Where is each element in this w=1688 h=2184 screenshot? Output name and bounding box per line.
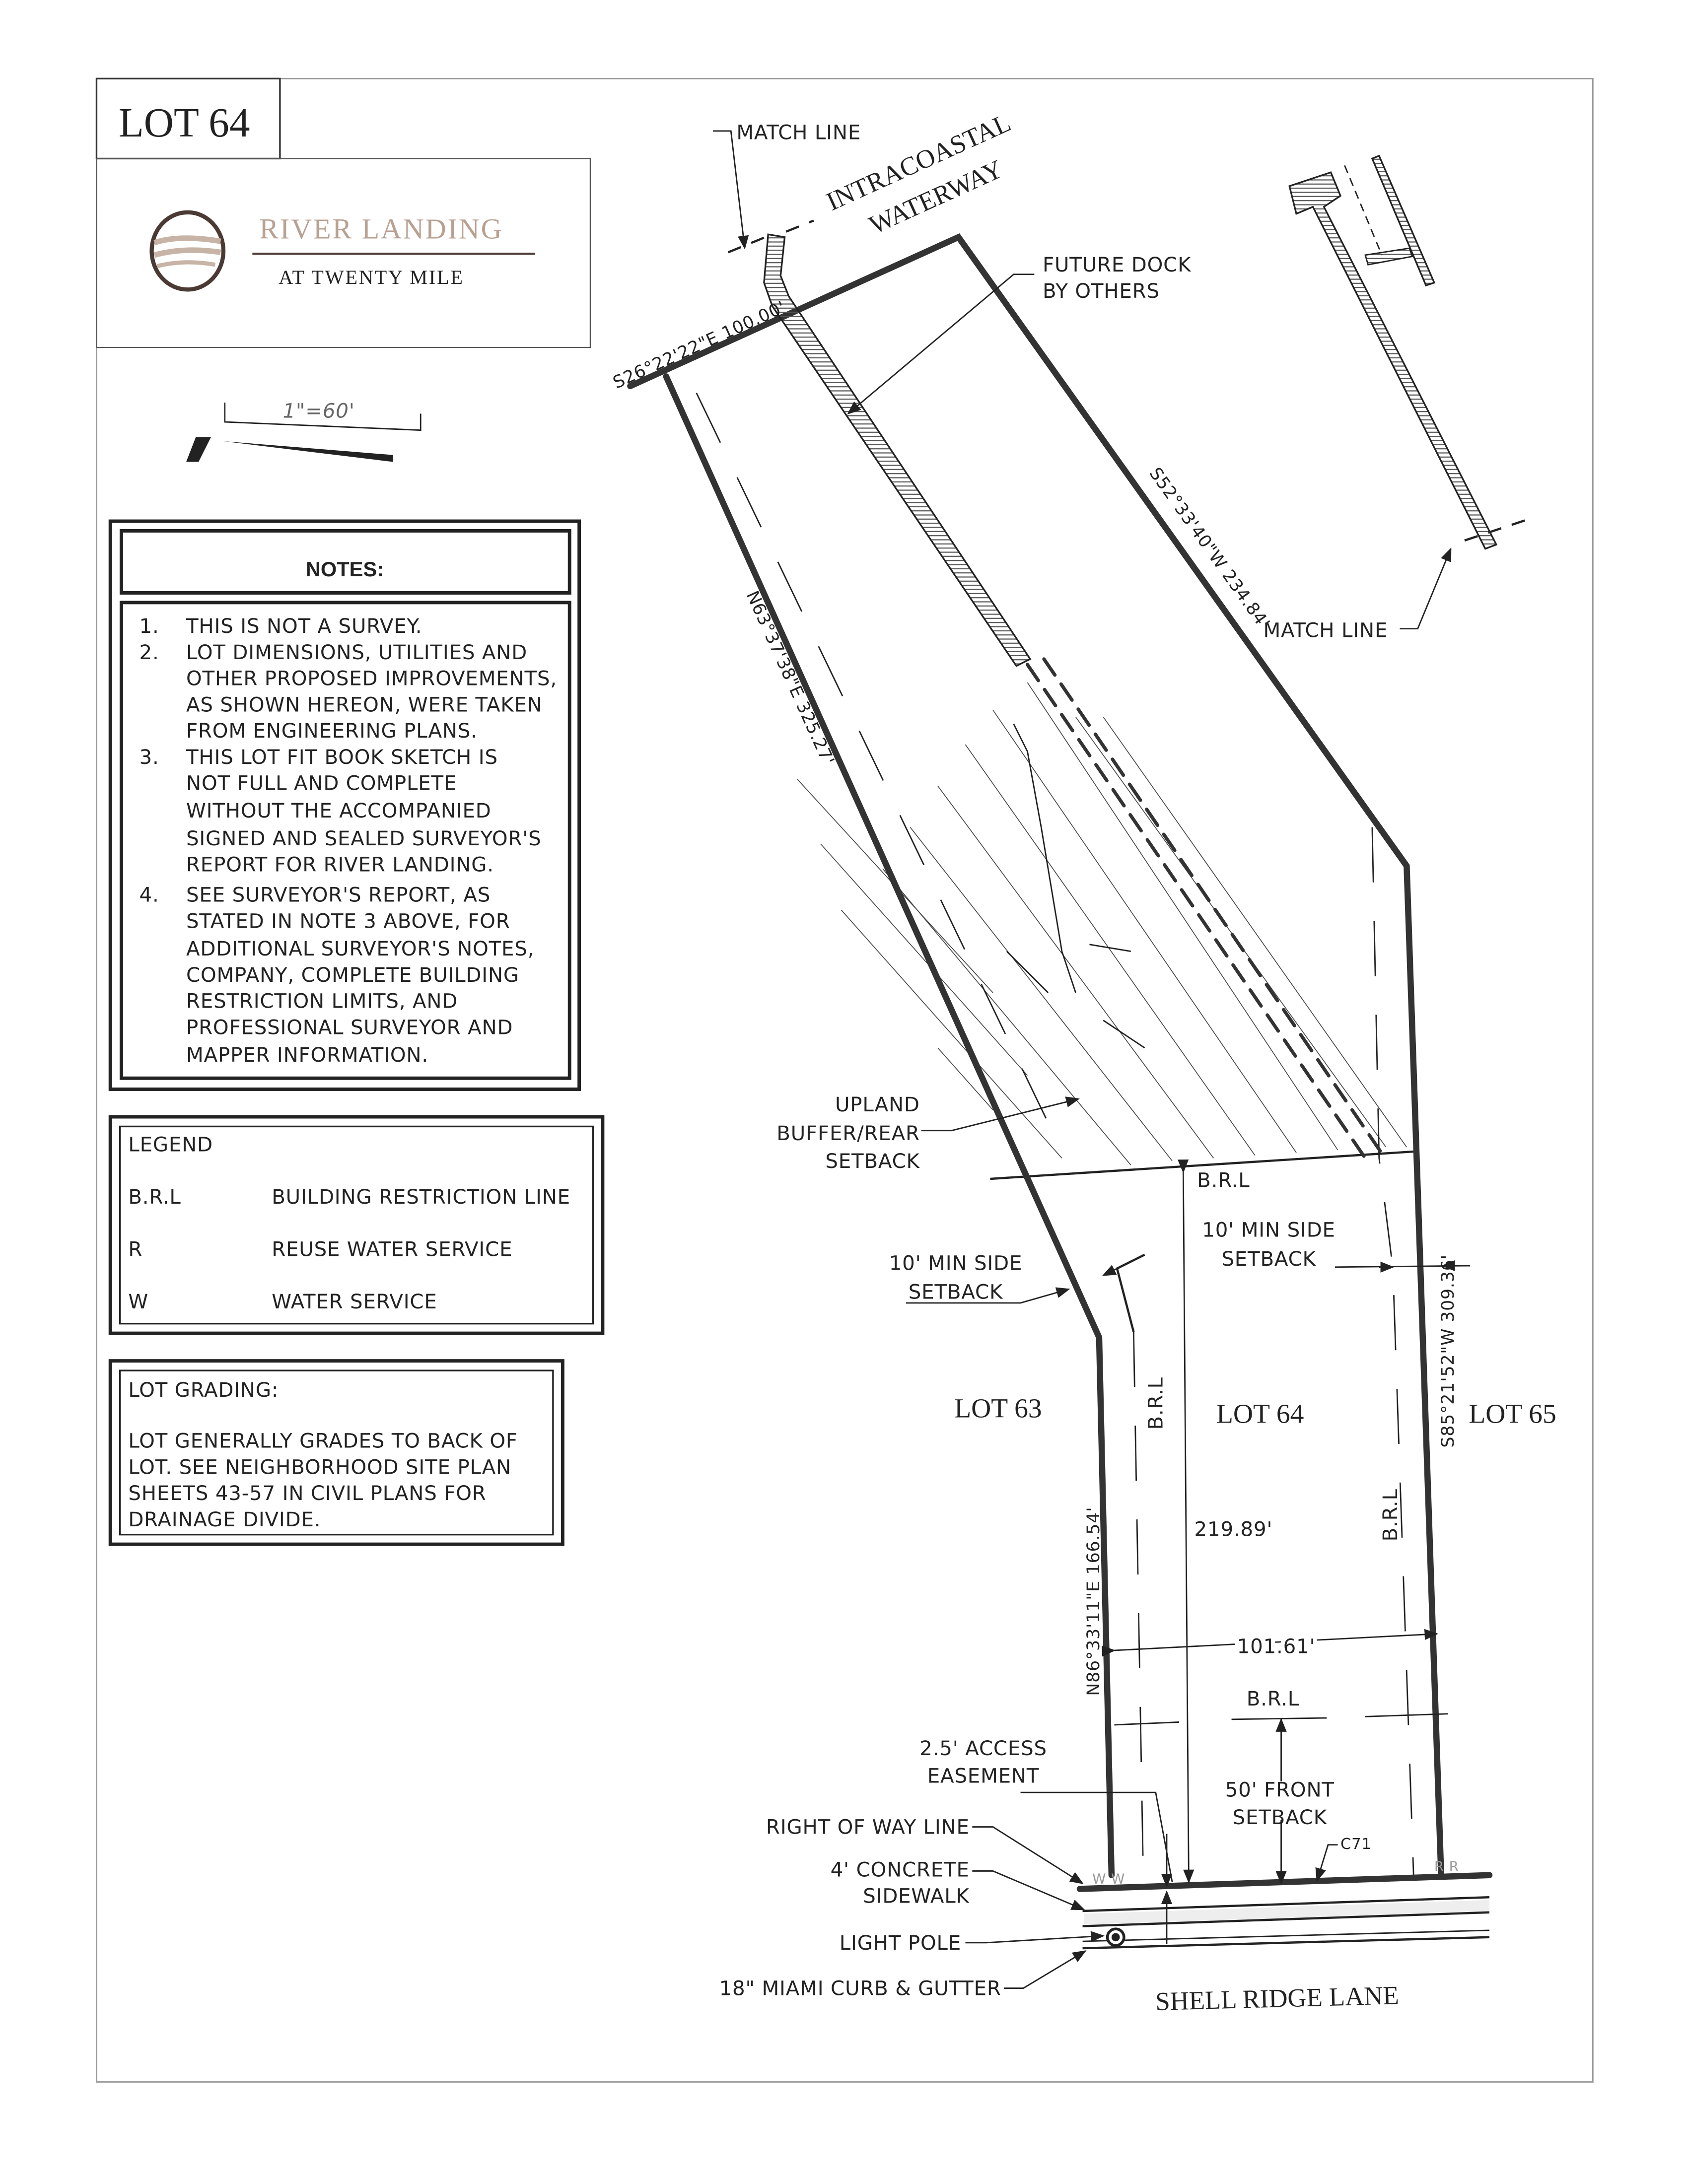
upland-buffer-label: BUFFER/REAR xyxy=(776,1122,920,1145)
note-line: PROFESSIONAL SURVEYOR AND xyxy=(186,1016,513,1039)
access-easement-label: 2.5' ACCESS xyxy=(919,1737,1047,1760)
bearing-right-upper: S52°33'40"W 234.84' xyxy=(1145,464,1274,633)
bearing-right-lower: S85°21'52"W 309.36' xyxy=(1438,1254,1458,1448)
river-landing-logo-icon xyxy=(149,210,226,292)
legend-key: W xyxy=(128,1291,148,1313)
curb-label: 18" MIAMI CURB & GUTTER xyxy=(719,1977,1001,2000)
grading-heading: LOT GRADING: xyxy=(128,1379,279,1402)
note-line: THIS IS NOT A SURVEY. xyxy=(186,615,422,638)
future-dock-label: BY OTHERS xyxy=(1043,280,1160,303)
water-service-marker: W W xyxy=(1092,1870,1125,1887)
note-line: THIS LOT FIT BOOK SKETCH IS xyxy=(186,746,498,769)
light-pole-label: LIGHT POLE xyxy=(840,1932,961,1955)
front-setback-label: 50' FRONT xyxy=(1225,1778,1335,1801)
note-line: NOT FULL AND COMPLETE xyxy=(186,772,457,795)
notes-panel: NOTES: 1. THIS IS NOT A SURVEY. 2. LOT D… xyxy=(108,519,581,1091)
note-number: 1. xyxy=(140,615,159,638)
legend-heading: LEGEND xyxy=(128,1133,213,1156)
note-number: 2. xyxy=(140,641,159,664)
note-line: OTHER PROPOSED IMPROVEMENTS, xyxy=(186,668,557,690)
side-setback-right-label: SETBACK xyxy=(1221,1248,1316,1271)
note-line: REPORT FOR RIVER LANDING. xyxy=(186,854,494,877)
sidewalk xyxy=(1082,1896,1490,1950)
upland-buffer-hatch xyxy=(796,682,1407,1165)
lot-65-label: LOT 65 xyxy=(1469,1399,1556,1430)
curve-label: C71 xyxy=(1340,1836,1372,1853)
scale-label: 1"=60' xyxy=(282,400,354,423)
access-easement-label: EASEMENT xyxy=(927,1765,1040,1788)
grading-line: LOT. SEE NEIGHBORHOOD SITE PLAN xyxy=(128,1456,511,1479)
depth-dimension: 219.89' xyxy=(1195,1518,1273,1541)
sidewalk-label: SIDEWALK xyxy=(863,1885,970,1908)
light-pole-icon xyxy=(1106,1927,1125,1947)
sidewalk-label: 4' CONCRETE xyxy=(831,1859,970,1882)
width-dimension: 101.61' xyxy=(1237,1636,1316,1658)
note-number: 3. xyxy=(140,746,159,769)
note-line: ADDITIONAL SURVEYOR'S NOTES, xyxy=(186,938,534,960)
note-line: SEE SURVEYOR'S REPORT, AS xyxy=(186,884,491,907)
dock-detail xyxy=(1288,154,1532,550)
grading-panel: LOT GRADING: LOT GENERALLY GRADES TO BAC… xyxy=(108,1359,564,1546)
brl-left-label: B.R.L xyxy=(1145,1377,1168,1430)
grading-line: LOT GENERALLY GRADES TO BACK OF xyxy=(128,1430,518,1453)
right-of-way-line xyxy=(1076,1872,1493,1892)
upland-buffer-label: UPLAND xyxy=(835,1093,920,1116)
note-line: RESTRICTION LIMITS, AND xyxy=(186,990,458,1013)
front-setback-label: SETBACK xyxy=(1233,1806,1328,1829)
legend-key: B.R.L xyxy=(128,1186,181,1209)
lot-64-label: LOT 64 xyxy=(1216,1399,1304,1430)
street-name: SHELL RIDGE LANE xyxy=(1155,1981,1400,2016)
note-line: MAPPER INFORMATION. xyxy=(186,1044,428,1067)
note-line: SIGNED AND SEALED SURVEYOR'S xyxy=(186,827,542,850)
side-setback-left-label: 10' MIN SIDE xyxy=(889,1252,1023,1275)
rear-brl-label: B.R.L xyxy=(1197,1169,1250,1192)
future-dock xyxy=(763,233,1032,667)
lot-63-label: LOT 63 xyxy=(954,1393,1042,1424)
note-line: FROM ENGINEERING PLANS. xyxy=(186,720,478,743)
front-brl-label: B.R.L xyxy=(1247,1688,1299,1710)
bearing-left-lower: N86°33'11"E 166.54' xyxy=(1084,1506,1104,1696)
row-line-label: RIGHT OF WAY LINE xyxy=(766,1816,970,1839)
sheet-border xyxy=(96,77,1594,2083)
lot-boundary-left xyxy=(663,373,1115,1879)
note-number: 4. xyxy=(140,884,159,907)
grading-line: DRAINAGE DIVIDE. xyxy=(128,1508,321,1531)
legend-key: R xyxy=(128,1238,142,1261)
legend-panel: LEGEND B.R.L BUILDING RESTRICTION LINE R… xyxy=(108,1115,605,1335)
building-restriction-lines xyxy=(696,393,1414,1875)
rear-brl-line xyxy=(990,1150,1418,1180)
reuse-service-marker: R R xyxy=(1434,1858,1459,1874)
lot-title: LOT 64 xyxy=(119,100,250,146)
notes-heading: NOTES: xyxy=(306,557,384,581)
logo-subtitle: AT TWENTY MILE xyxy=(279,266,464,288)
match-line-label: MATCH LINE xyxy=(736,122,861,144)
legend-value: BUILDING RESTRICTION LINE xyxy=(272,1186,570,1209)
note-line: COMPANY, COMPLETE BUILDING xyxy=(186,964,519,987)
grading-line: SHEETS 43-57 IN CIVIL PLANS FOR xyxy=(128,1482,486,1505)
note-line: STATED IN NOTE 3 ABOVE, FOR xyxy=(186,910,510,933)
bearing-left-upper: N63°37'38"E 325.27' xyxy=(742,588,838,768)
legend-value: REUSE WATER SERVICE xyxy=(272,1238,512,1261)
logo-box: RIVER LANDING AT TWENTY MILE xyxy=(96,158,591,348)
side-setback-left-label: SETBACK xyxy=(909,1281,1003,1304)
lot-boundary xyxy=(627,233,1445,1879)
match-line-label: MATCH LINE xyxy=(1263,619,1388,642)
note-line: AS SHOWN HEREON, WERE TAKEN xyxy=(186,693,543,716)
site-plan: MATCH LINE MATCH LINE FUTURE DOCK BY OTH… xyxy=(610,108,1556,2016)
note-line: WITHOUT THE ACCOMPANIED xyxy=(186,800,492,822)
legend-value: WATER SERVICE xyxy=(272,1291,437,1313)
scale-bar: 1"=60' xyxy=(186,400,422,462)
logo-name: RIVER LANDING xyxy=(259,213,503,245)
bearing-top: S26°22'22"E 100.00' xyxy=(610,297,789,393)
upland-buffer-label: SETBACK xyxy=(825,1150,920,1173)
lot-title-box: LOT 64 xyxy=(95,77,281,160)
future-dock-label: FUTURE DOCK xyxy=(1043,254,1192,276)
side-setback-right-label: 10' MIN SIDE xyxy=(1202,1219,1336,1242)
brl-right-label: B.R.L xyxy=(1379,1489,1402,1541)
note-line: LOT DIMENSIONS, UTILITIES AND xyxy=(186,641,527,664)
